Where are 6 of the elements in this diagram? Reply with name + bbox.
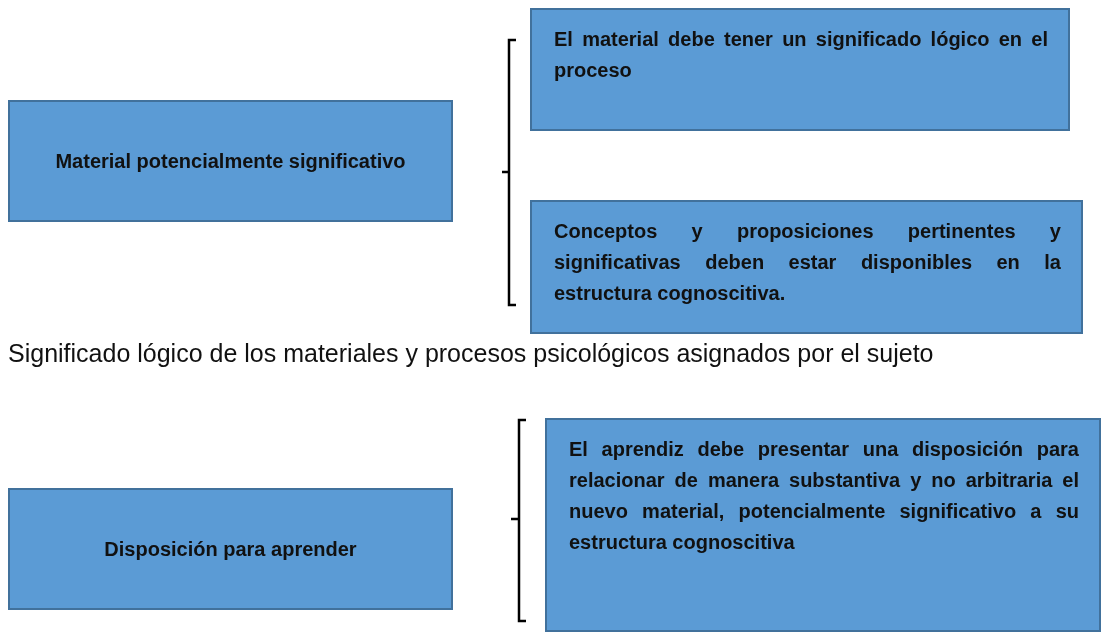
concept-box: Disposición para aprender bbox=[8, 488, 453, 610]
concept-box: El material debe tener un significado lógico en el proceso bbox=[530, 8, 1070, 131]
concept-box: El aprendiz debe presentar una disposición para relacionar de manera substantiva y no arbitraria el nuevo material, potencialmente significativo a su estructura cognoscitiva bbox=[545, 418, 1101, 632]
concept-box: Material potencialmente significativo bbox=[8, 100, 453, 222]
concept-box: Conceptos y proposiciones pertinentes y significativas deben estar disponibles en la estructura cognoscitiva. bbox=[530, 200, 1083, 334]
heading-text: Significado lógico de los materiales y procesos psicológicos asignados por el sujeto bbox=[8, 338, 935, 369]
